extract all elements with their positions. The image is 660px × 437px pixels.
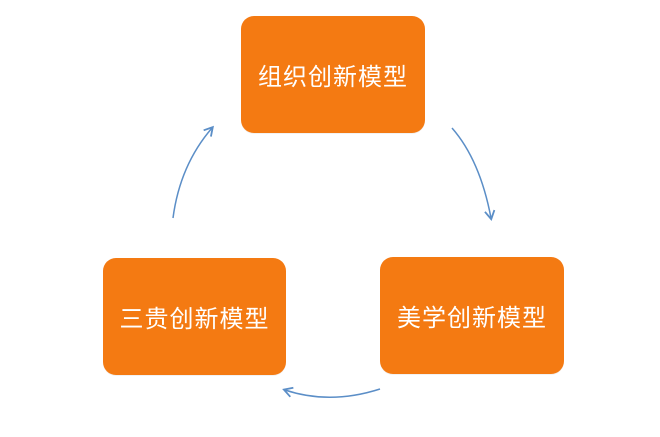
organization-innovation-model-box: 组织创新模型 (241, 16, 425, 133)
arrow-top-to-right (451, 127, 496, 221)
sangui-innovation-model-box: 三贵创新模型 (103, 258, 286, 375)
top-cropped-text (12, 0, 432, 6)
arrow-left-to-top (172, 125, 214, 219)
arrow-right-to-left (282, 386, 381, 398)
sangui-innovation-model-label: 三贵创新模型 (119, 305, 270, 333)
aesthetic-innovation-model-box: 美学创新模型 (380, 257, 564, 374)
aesthetic-innovation-model-label: 美学创新模型 (397, 304, 547, 332)
organization-innovation-model-label: 组织创新模型 (258, 63, 408, 91)
